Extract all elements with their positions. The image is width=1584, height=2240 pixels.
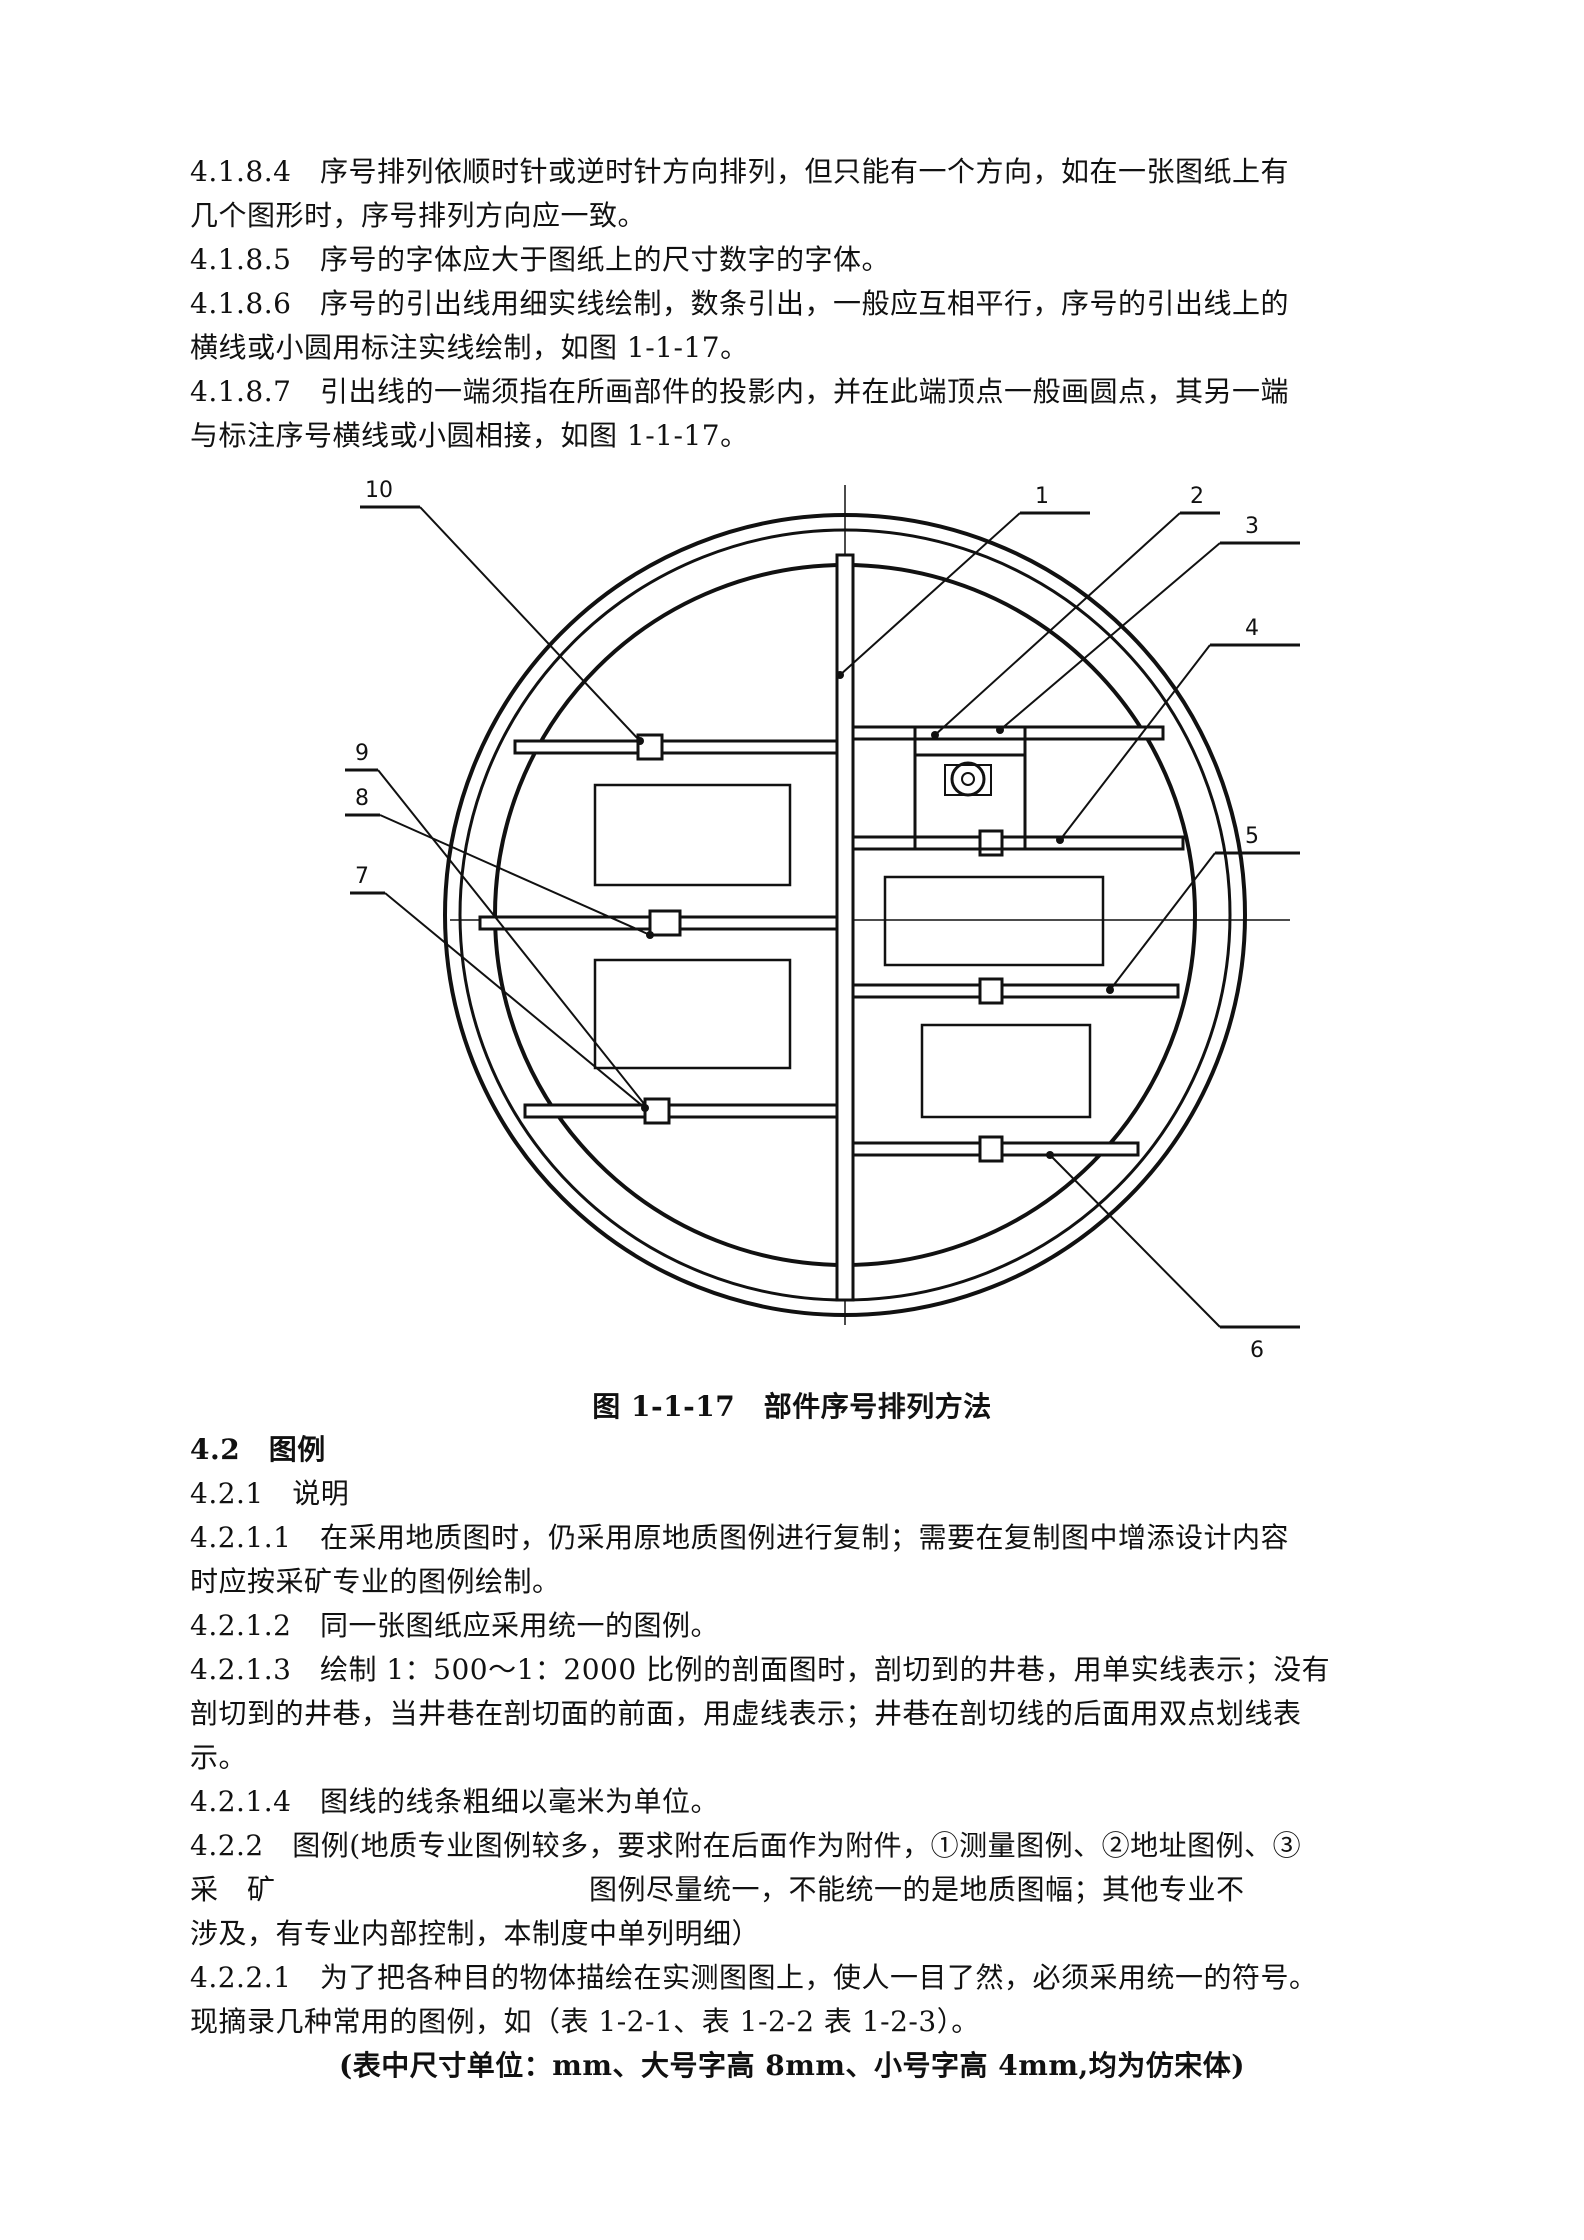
leader-line-3 bbox=[999, 542, 1221, 731]
paragraph-line: 4.1.8.5 序号的字体应大于图纸上的尺寸数字的字体。 bbox=[190, 243, 890, 276]
paragraph-line: 4.2.1.2 同一张图纸应采用统一的图例。 bbox=[190, 1609, 719, 1642]
part-label-1: 1 bbox=[1035, 484, 1049, 509]
opening-rect bbox=[593, 958, 792, 1070]
clamp bbox=[978, 829, 1004, 857]
part-label-9: 9 bbox=[355, 741, 369, 766]
opening-rect bbox=[920, 1023, 1092, 1119]
paragraph-line: 4.2.2 图例(地质专业图例较多，要求附在后面作为附件，①测量图例、②地址图例… bbox=[190, 1829, 1302, 1862]
leader-line-10 bbox=[419, 506, 641, 742]
paragraph-line: 4.1.8.6 序号的引出线用细实线绘制，数条引出，一般应互相平行，序号的引出线… bbox=[190, 287, 1289, 320]
paragraph-line: 与标注序号横线或小圆相接，如图 1-1-17。 bbox=[190, 419, 749, 452]
paragraph-line: 4.1.8.7 引出线的一端须指在所画部件的投影内，并在此端顶点一般画圆点，其另… bbox=[190, 375, 1289, 408]
paragraph-line: 涉及，有专业内部控制，本制度中单列明细） bbox=[190, 1917, 761, 1950]
leader-line-4 bbox=[1059, 644, 1211, 841]
paragraph-line: 4.1.8.4 序号排列依顺时针或逆时针方向排列，但只能有一个方向，如在一张图纸… bbox=[190, 155, 1289, 188]
paragraph-line: 4.2.1.3 绘制 1：500～1：2000 比例的剖面图时，剖切到的井巷，用… bbox=[190, 1653, 1331, 1686]
paragraph-line: 采 矿 图例尽量统一，不能统一的是地质图幅；其他专业不 bbox=[190, 1873, 1245, 1906]
clamp bbox=[636, 733, 664, 761]
leader-line-6 bbox=[1049, 1154, 1221, 1328]
table-unit-note: (表中尺寸单位：mm、大号字高 8mm、小号字高 4mm,均为仿宋体) bbox=[339, 2049, 1245, 2082]
leader-line-9 bbox=[377, 769, 646, 1106]
hoist-wheel bbox=[950, 761, 986, 797]
paragraph-line: 剖切到的井巷，当井巷在剖切面的前面，用虚线表示；井巷在剖切线的后面用双点划线表 bbox=[190, 1697, 1302, 1730]
section-heading: 4.2 图例 bbox=[190, 1433, 326, 1466]
leader-line-2 bbox=[934, 512, 1181, 736]
leader-line-1 bbox=[839, 512, 1021, 676]
paragraph-line: 几个图形时，序号排列方向应一致。 bbox=[190, 199, 647, 232]
leader-line-7 bbox=[384, 892, 646, 1109]
left-beam-3 bbox=[523, 1103, 839, 1119]
part-label-4: 4 bbox=[1245, 616, 1259, 641]
part-label-2: 2 bbox=[1190, 484, 1204, 509]
clamp bbox=[648, 909, 682, 937]
part-label-6: 6 bbox=[1250, 1338, 1264, 1363]
paragraph-line: 横线或小圆用标注实线绘制，如图 1-1-17。 bbox=[190, 331, 749, 364]
hoist-frame bbox=[913, 725, 1027, 851]
paragraph-line: 4.2.1 说明 bbox=[190, 1477, 350, 1510]
figure-caption: 图 1-1-17 部件序号排列方法 bbox=[592, 1390, 992, 1423]
leader-line-8 bbox=[379, 814, 651, 936]
part-label-5: 5 bbox=[1245, 824, 1259, 849]
part-label-7: 7 bbox=[355, 864, 369, 889]
part-numbering-drawing: 1 2 3 4 5 6 7 8 9 10 bbox=[345, 478, 1300, 1363]
opening-rect bbox=[593, 783, 792, 887]
part-label-3: 3 bbox=[1245, 514, 1259, 539]
right-beam-2 bbox=[851, 835, 1185, 851]
clamp bbox=[643, 1097, 671, 1125]
opening-rect bbox=[883, 875, 1105, 967]
clamp bbox=[978, 977, 1004, 1005]
part-label-8: 8 bbox=[355, 786, 369, 811]
paragraph-line: 4.2.2.1 为了把各种目的物体描绘在实测图图上，使人一目了然，必须采用统一的… bbox=[190, 1961, 1318, 1994]
paragraph-line: 4.2.1.1 在采用地质图时，仍采用原地质图例进行复制；需要在复制图中增添设计… bbox=[190, 1521, 1289, 1554]
clamp bbox=[978, 1135, 1004, 1163]
left-beam-1 bbox=[513, 739, 839, 755]
paragraph-line: 4.2.1.4 图线的线条粗细以毫米为单位。 bbox=[190, 1785, 719, 1818]
paragraph-line: 示。 bbox=[190, 1741, 248, 1774]
right-beam-1 bbox=[851, 725, 1165, 741]
leader-line-5 bbox=[1109, 852, 1216, 991]
right-beam-3 bbox=[851, 983, 1180, 999]
part-label-10: 10 bbox=[365, 478, 393, 503]
paragraph-line: 现摘录几种常用的图例，如（表 1-2-1、表 1-2-2 表 1-2-3）。 bbox=[190, 2005, 980, 2038]
paragraph-line: 时应按采矿专业的图例绘制。 bbox=[190, 1565, 561, 1598]
